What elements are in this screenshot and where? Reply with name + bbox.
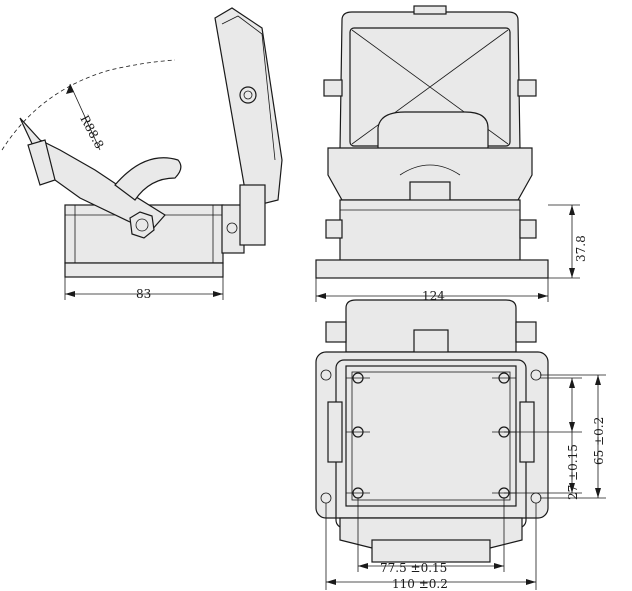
top-left-pin	[325, 321, 347, 343]
radius-leader	[69, 83, 101, 151]
open-lid	[214, 7, 283, 206]
lever-tip	[27, 139, 56, 186]
lid-boss	[239, 86, 257, 104]
hex-nut	[129, 211, 155, 239]
lid-hinge	[239, 184, 266, 246]
outer-hole-tl	[320, 369, 332, 381]
dim-77-5-label: 77.5 ±0.15	[380, 561, 447, 575]
left-pin	[323, 79, 343, 97]
top-bottom-tab	[371, 539, 491, 563]
lever-handle	[114, 157, 182, 201]
right-pin	[517, 79, 537, 97]
front-view: 124 37.8	[315, 5, 588, 303]
radius-arrow	[66, 84, 74, 94]
top-inner	[345, 365, 517, 507]
dim-110-label: 110 ±0.2	[392, 577, 448, 591]
top-view: 77.5 ±0.15 110 ±0.2 27 ±0.15 65 ±0.2	[315, 299, 606, 591]
front-right-stud	[519, 219, 537, 239]
front-latch	[409, 181, 451, 203]
radius-label: R88.8	[77, 113, 106, 151]
side-flange	[64, 262, 224, 278]
left-clip	[327, 401, 343, 463]
top-hood	[345, 299, 517, 353]
hood-top-tab	[413, 5, 447, 15]
top-right-pin	[515, 321, 537, 343]
dim-27-label: 27 ±0.15	[566, 444, 580, 500]
front-housing	[339, 199, 521, 261]
dim-65-label: 65 ±0.2	[592, 417, 606, 465]
radius-arc	[1, 59, 176, 151]
dim-83-label: 83	[136, 287, 151, 301]
front-left-stud	[325, 219, 343, 239]
front-flange	[315, 259, 549, 279]
side-view: R88.8 83	[1, 7, 283, 301]
dim-37-8-label: 37.8	[574, 235, 588, 262]
hood-lock-plate	[377, 111, 489, 151]
